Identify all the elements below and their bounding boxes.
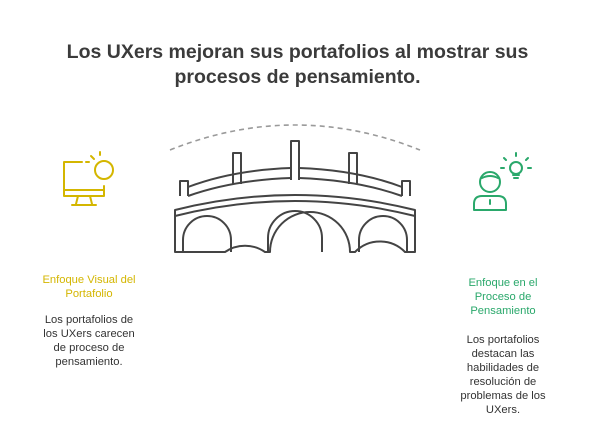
bridge-rail-mid [187,177,403,197]
bridge-arc-dashed [169,124,421,151]
left-body-line-1: Los portafolios de [44,314,134,326]
right-heading-line-2: Proceso de [474,291,532,303]
right-body-line-1: Los portafolios [466,334,540,346]
right-body-line-2: destacan las [471,348,535,360]
right-heading: Enfoque en el Proceso de Pensamiento [442,276,564,318]
bridge-deck [174,194,416,253]
bridge-deck-line [174,200,416,217]
title-line-2: procesos de pensamiento. [174,66,421,88]
bridge-post-3 [290,140,300,180]
left-body-line-4: pensamiento. [55,356,123,368]
bridge-arch-left [182,215,232,252]
right-heading-line-3: Pensamiento [470,305,536,317]
right-body-line-4: resolución de [469,376,537,388]
person-idea-icon [473,152,532,211]
bridge-post-4 [348,152,358,184]
left-body-line-2: los UXers carecen [43,328,135,340]
title-line-1: Los UXers mejoran sus portafolios al mos… [66,41,529,63]
bridge-rail-top [187,167,403,188]
monitor-visual-icon [63,151,114,206]
bridge-arch-center [267,210,323,252]
left-heading: Enfoque Visual del Portafolio [28,273,150,301]
left-heading-line-1: Enfoque Visual del [42,274,136,286]
bridge-post-5 [401,180,411,196]
bridge-arch-right [358,215,408,252]
right-body-line-3: habilidades de [466,362,540,374]
right-body-line-6: UXers. [485,404,521,416]
right-body-line-5: problemas de los [460,390,546,402]
bridge-post-1 [179,180,189,196]
bridge-post-2 [232,152,242,184]
left-body: Los portafolios de los UXers carecen de … [30,313,148,369]
left-heading-line-2: Portafolio [65,288,113,300]
right-body: Los portafolios destacan las habilidades… [444,333,562,417]
page-title: Los UXers mejoran sus portafolios al mos… [40,40,555,90]
left-body-line-3: de proceso de [53,342,125,354]
right-heading-line-1: Enfoque en el [468,277,538,289]
